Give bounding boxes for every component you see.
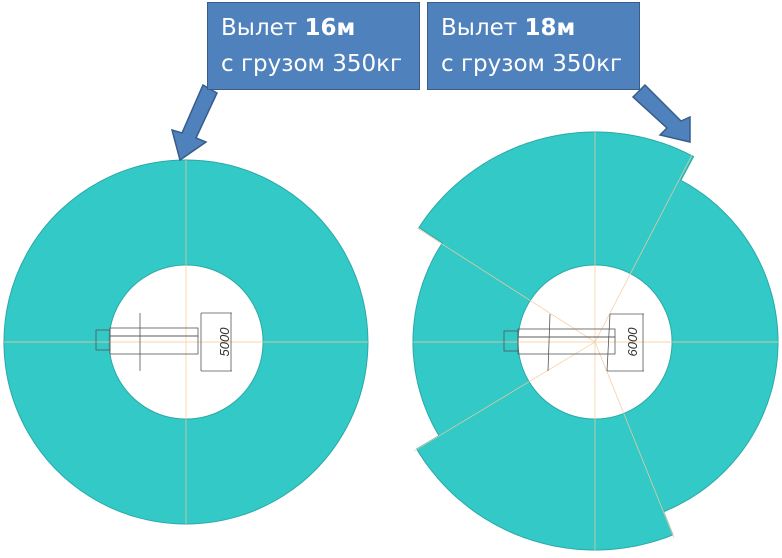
callout-reach: 18м (524, 15, 576, 41)
arrow-down-right-icon (631, 83, 691, 143)
callout-label: Вылет (221, 15, 305, 41)
crane-right-drawing (503, 313, 644, 372)
callout-reach-16m: Вылет 16м с грузом 350кг (207, 2, 420, 90)
callout-reach-18m: Вылет 18м с грузом 350кг (427, 2, 640, 90)
callout-reach: 16м (304, 15, 356, 41)
dimension-6000: 6000 (625, 327, 640, 357)
callout-label: Вылет (441, 15, 525, 41)
crane-left-drawing (95, 312, 232, 372)
dimension-5000: 5000 (217, 327, 232, 357)
zone-16m (3, 159, 369, 525)
zone-18m (412, 131, 779, 551)
arrow-down-left-icon (170, 83, 218, 162)
callout-load: с грузом 350кг (221, 51, 403, 77)
callout-load: с грузом 350кг (441, 51, 623, 77)
